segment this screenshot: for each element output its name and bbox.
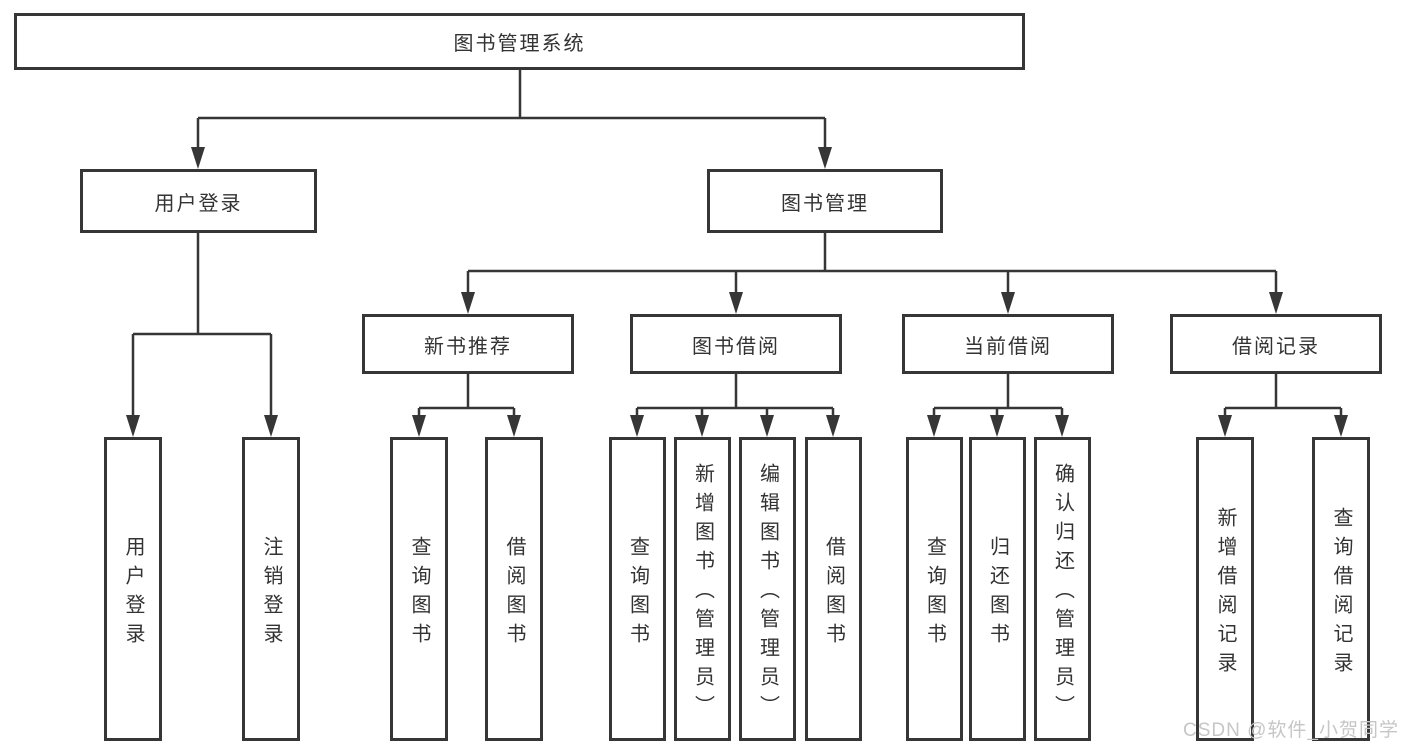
leaf-borrowing-edit-books-admin: 编辑图书（管理员） <box>739 437 796 741</box>
leaf-borrowing-query-books: 查询图书 <box>609 437 666 741</box>
arrowheads <box>126 147 1348 437</box>
leaf-borrowing-borrow-books: 借阅图书 <box>805 437 862 741</box>
leaf-user-login: 用户登录 <box>104 437 162 741</box>
node-user-login: 用户登录 <box>80 169 317 233</box>
leaf-records-add-record: 新增借阅记录 <box>1196 437 1254 741</box>
node-library-management-system: 图书管理系统 <box>14 13 1025 70</box>
node-current-borrowing: 当前借阅 <box>902 314 1114 374</box>
leaf-label: 确认归还（管理员） <box>1051 463 1074 724</box>
leaf-borrowing-add-books-admin: 新增图书（管理员） <box>674 437 731 741</box>
node-label: 借阅记录 <box>1232 335 1320 358</box>
leaf-newbooks-borrow-books: 借阅图书 <box>485 437 543 741</box>
leaf-label: 查询借阅记录 <box>1330 506 1352 681</box>
node-borrowing-records: 借阅记录 <box>1170 314 1382 374</box>
leaf-current-query-books: 查询图书 <box>906 437 963 741</box>
leaf-label: 用户登录 <box>122 535 144 652</box>
node-book-management: 图书管理 <box>707 169 943 233</box>
node-label: 图书管理 <box>781 192 869 215</box>
node-book-borrowing: 图书借阅 <box>630 314 842 374</box>
node-label: 图书借阅 <box>692 335 780 358</box>
csdn-watermark: CSDN @软件_小贺同学 <box>1183 720 1399 741</box>
leaf-records-query-record: 查询借阅记录 <box>1312 437 1370 741</box>
leaf-label: 新增借阅记录 <box>1214 506 1236 681</box>
leaf-newbooks-query-books: 查询图书 <box>390 437 448 741</box>
leaf-logout-login: 注销登录 <box>242 437 300 741</box>
node-new-book-recommend: 新书推荐 <box>362 314 574 374</box>
leaf-label: 查询图书 <box>408 535 430 652</box>
leaf-label: 查询图书 <box>923 535 946 652</box>
leaf-label: 注销登录 <box>260 535 282 652</box>
leaf-label: 归还图书 <box>986 535 1009 652</box>
leaf-label: 新增图书（管理员） <box>691 463 714 724</box>
leaf-label: 编辑图书（管理员） <box>756 463 779 724</box>
leaf-label: 借阅图书 <box>822 535 845 652</box>
leaf-current-return-books: 归还图书 <box>969 437 1026 741</box>
node-label: 当前借阅 <box>964 335 1052 358</box>
node-label: 新书推荐 <box>424 335 512 358</box>
leaf-label: 查询图书 <box>626 535 649 652</box>
leaf-label: 借阅图书 <box>503 535 525 652</box>
node-label: 图书管理系统 <box>453 33 586 55</box>
node-label: 用户登录 <box>154 192 243 215</box>
leaf-current-confirm-return-admin: 确认归还（管理员） <box>1034 437 1091 741</box>
